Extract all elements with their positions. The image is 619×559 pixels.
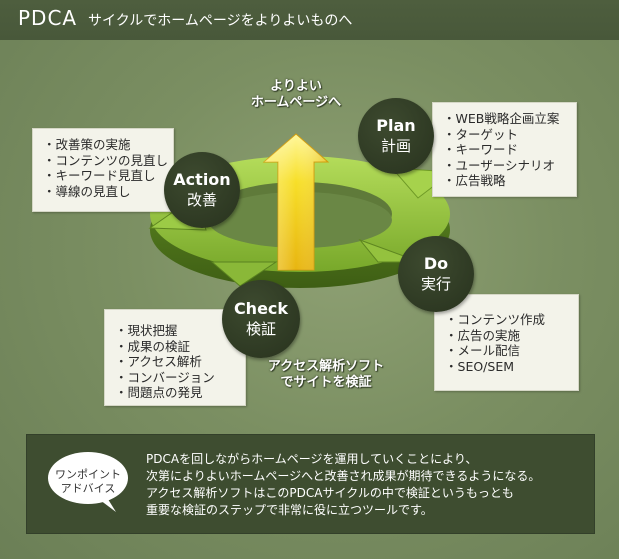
check-caption: アクセス解析ソフト でサイトを検証 — [256, 359, 396, 391]
goal-caption-line-2: ホームページへ — [250, 95, 342, 110]
stage-plan-circle: Plan 計画 — [358, 98, 434, 174]
check-caption-line-1: アクセス解析ソフト — [267, 359, 385, 374]
advice-line: 次第によりよいホームページへと改善され成果が期待できるようになる。 — [146, 469, 541, 483]
title-bar: PDCA サイクルでホームページをよりよいものへ — [0, 0, 619, 41]
advice-line: アクセス解析ソフトはこのPDCAサイクルの中で検証というもっとも — [146, 486, 514, 500]
plan-info-box: WEB戦略企画立案 ターゲット キーワード ユーザーシナリオ 広告戦略 — [432, 102, 577, 197]
do-item: 広告の実施 — [445, 328, 570, 344]
advice-badge: ワンポイント アドバイス — [50, 468, 126, 496]
stage-do-label-ja: 実行 — [420, 275, 451, 293]
do-item: SEO/SEM — [445, 359, 570, 375]
advice-text: PDCAを回しながらホームページを運用していくことにより、 次第によりよいホーム… — [146, 451, 586, 519]
goal-caption: よりよい ホームページへ — [236, 79, 356, 111]
plan-item: キーワード — [443, 142, 568, 158]
plan-item: 広告戦略 — [443, 173, 568, 189]
check-item: 問題点の発見 — [115, 385, 237, 401]
advice-badge-line-1: ワンポイント — [55, 468, 121, 481]
action-item: キーワード見直し — [43, 168, 165, 184]
do-item: メール配信 — [445, 343, 570, 359]
advice-line: PDCAを回しながらホームページを運用していくことにより、 — [146, 452, 478, 466]
action-item: 導線の見直し — [43, 184, 165, 200]
stage-check-label: Check — [233, 299, 289, 318]
check-item: コンバージョン — [115, 370, 237, 386]
do-item: コンテンツ作成 — [445, 312, 570, 328]
speech-bubble-icon — [48, 452, 128, 512]
stage-do-label: Do — [423, 254, 449, 273]
action-info-box: 改善策の実施 コンテンツの見直し キーワード見直し 導線の見直し — [32, 128, 174, 212]
plan-item: ターゲット — [443, 127, 568, 143]
advice-line: 重要な検証のステップで非常に役に立つツールです。 — [146, 503, 433, 517]
stage-action-circle: Action 改善 — [164, 152, 240, 228]
do-info-box: コンテンツ作成 広告の実施 メール配信 SEO/SEM — [434, 294, 579, 391]
page-subtitle: サイクルでホームページをよりよいものへ — [88, 13, 353, 29]
page-title: PDCA — [18, 6, 78, 30]
stage-action-label-ja: 改善 — [186, 191, 217, 209]
action-item: 改善策の実施 — [43, 137, 165, 153]
stage-do-circle: Do 実行 — [398, 236, 474, 312]
stage-check-label-ja: 検証 — [245, 320, 276, 338]
cycle-arrowhead-lower-left — [210, 261, 278, 287]
stage-action-label: Action — [173, 170, 231, 189]
check-caption-line-2: でサイトを検証 — [280, 375, 372, 390]
stage-check-circle: Check 検証 — [222, 280, 300, 358]
advice-panel — [26, 434, 595, 534]
plan-item: WEB戦略企画立案 — [443, 111, 568, 127]
stage-plan-label-ja: 計画 — [380, 137, 411, 155]
stage-plan-label: Plan — [376, 116, 416, 135]
check-item: 成果の検証 — [115, 339, 237, 355]
goal-caption-line-1: よりよい — [270, 79, 322, 94]
check-item: アクセス解析 — [115, 354, 237, 370]
action-item: コンテンツの見直し — [43, 153, 169, 169]
plan-item: ユーザーシナリオ — [443, 158, 568, 174]
check-item: 現状把握 — [115, 323, 237, 339]
advice-badge-line-2: アドバイス — [60, 482, 116, 495]
